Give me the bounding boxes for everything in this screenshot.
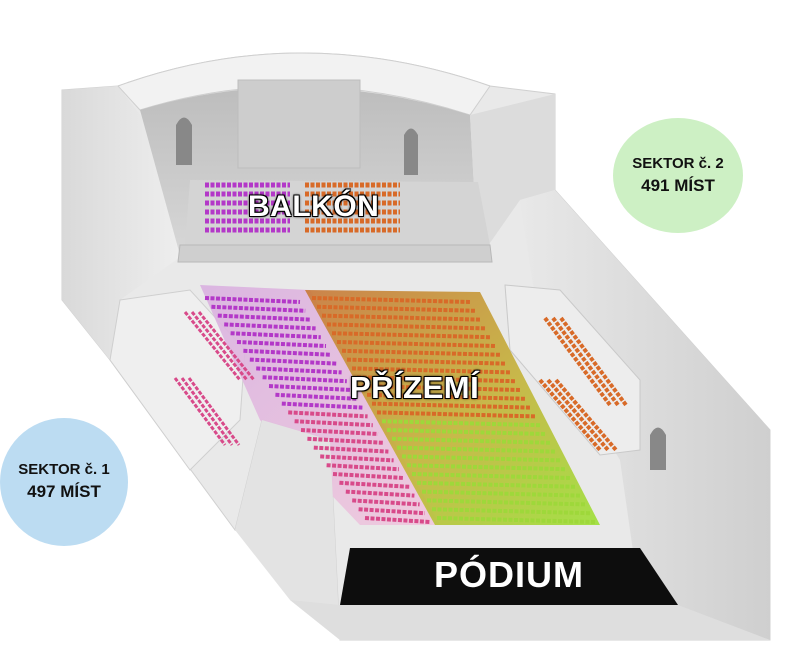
right-gallery-seat-row [538,378,602,452]
sector-1-seat-row [313,445,389,454]
sector-1-seat-row [204,296,301,304]
sector-2-seat-row [426,498,586,507]
sector-2-seat-row [411,472,571,480]
balcony-label: BALKÓN [248,190,380,223]
sector-1-seat-row [288,410,368,419]
sector-1-seat-row [339,480,410,489]
right-gallery-seat-row [546,378,610,452]
sector-1-seat-row [300,428,379,436]
sector-1-badge: SEKTOR č. 1 497 MÍST [0,418,128,546]
sector-2-seat-row [436,516,596,524]
right-gallery-seat-row [559,316,628,407]
balcony-parapet [177,244,493,263]
sector-2-seat-row [371,401,531,410]
sector-1-seat-row [352,498,420,507]
sector-1-title: SEKTOR č. 1 [18,461,110,478]
sector-2-title: SEKTOR č. 2 [632,154,724,172]
sector-2-seat-row [336,340,496,348]
sector-2-seat-row [431,507,591,516]
right-upper-wall [470,94,555,260]
sector-1-seat-row [332,472,405,480]
sector-1-seat-row [307,436,384,445]
sector-2-seat-row [391,436,551,445]
sector-1-seat-row [236,340,327,348]
sector-2-seat-row [401,454,561,463]
sector-2-badge: SEKTOR č. 2 491 MÍST [613,118,743,233]
left-gallery-seat-row [197,311,256,381]
right-gallery-seat-row [551,316,620,407]
seat-rows [173,182,628,524]
sector-2-seat-row [351,366,511,375]
sector-2-seat-row [376,410,536,419]
right-arch-window [650,427,666,470]
front-wall-left [235,420,340,640]
sector-1-seat-row [243,348,332,357]
sector-1-seat-row [326,463,399,472]
sector-1-seat-row [230,331,321,340]
arch-window-right [404,128,418,175]
sector-1-seat-row [345,489,415,498]
sector-2-seat-row [386,428,546,436]
left-gallery-seat-row [180,377,234,446]
sector-1-seat-row [224,322,316,331]
sector-1-seat-row [275,392,358,401]
sector-2-seat-row [346,357,506,366]
sector-2-seat-row [361,384,521,392]
left-gallery-seat-row [173,377,227,446]
back-window [237,79,361,169]
left-gallery-seat-row [187,377,241,446]
front-wall-base [290,600,770,640]
left-gallery-seat-row [190,311,249,381]
sector-2-seat-row [396,445,556,454]
right-gallery-seat-row [543,316,612,407]
podium-block [340,548,678,605]
left-gallery-seat-row [183,311,242,381]
sector-1-seat-row [358,507,425,516]
sector-1-seat-row [320,454,394,463]
sector-1-seat-row [262,375,347,384]
sector-2-seat-row [341,348,501,357]
right-side-wall [520,190,770,640]
sector-2-seat-row [406,463,566,472]
sector-2-seat-row [416,480,576,489]
sector-1-seat-row [281,401,363,410]
sector-1-seat-row [211,304,306,313]
sector-2-seat-row [316,304,476,313]
sector-2-seat-row [366,392,526,401]
sector-1-seat-row [294,419,373,428]
arch-window-left [176,117,192,165]
sector-1-seat-row [217,313,311,322]
sector-2-seat-row [356,375,516,384]
sector-1-seat-row [256,366,342,375]
sector-2-seat-row [326,322,486,331]
sector-1-seat-row [268,384,353,392]
podium-label: PÓDIUM [434,554,584,595]
sector-2-seat-row [381,419,541,428]
right-gallery [504,284,641,456]
sector-1-seat-row [249,357,337,366]
sector-2-seat-row [321,313,481,322]
right-gallery-seat-row [554,378,618,452]
sector-2-seat-row [331,331,491,340]
ground-floor-label: PŘÍZEMÍ [350,370,480,405]
sector-1-capacity: 497 MÍST [27,482,101,501]
sector-2-seat-row [311,296,471,304]
sector-2-capacity: 491 MÍST [641,175,715,195]
sector-2-seat-row [421,489,581,498]
